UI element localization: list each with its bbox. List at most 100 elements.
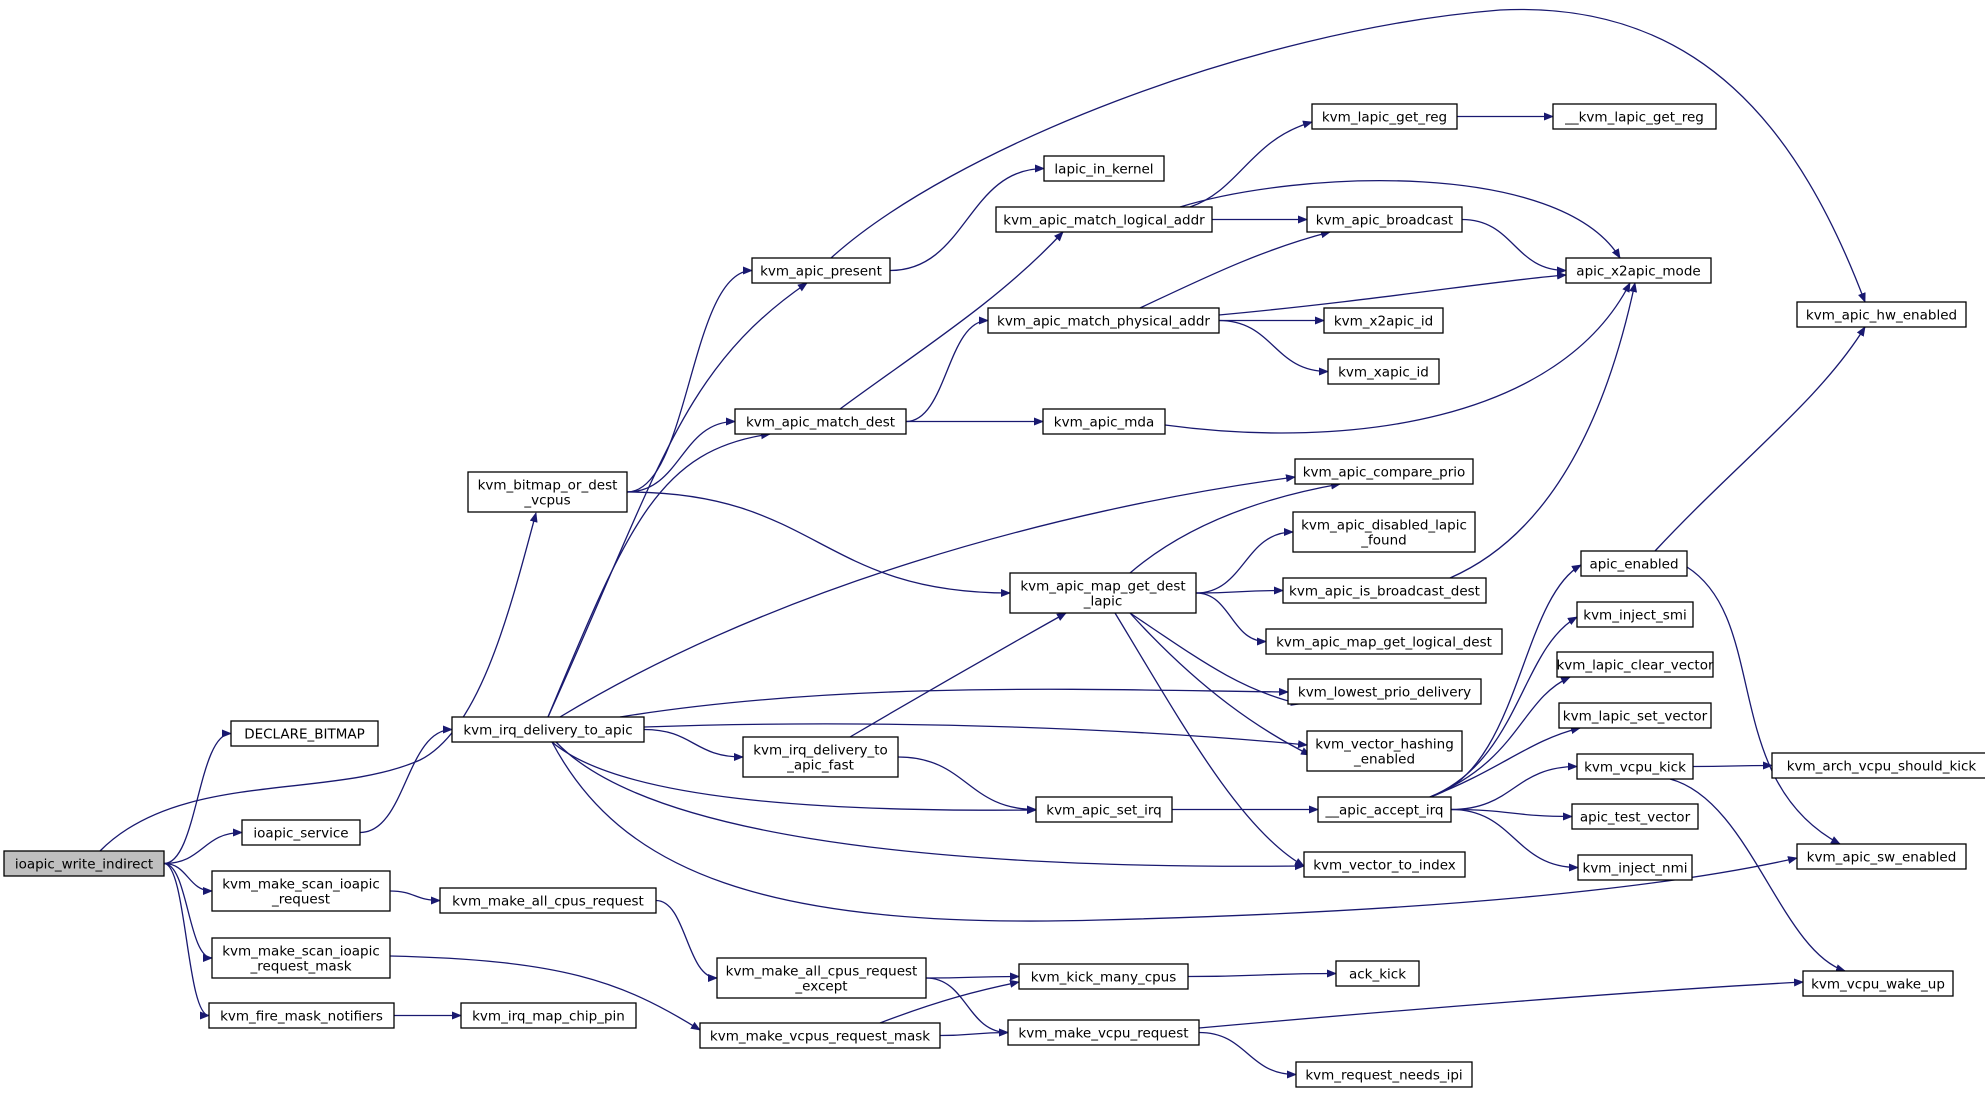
node-box — [1282, 577, 1487, 604]
node-label: kvm_lapic_clear_vector — [1556, 658, 1714, 674]
node-label: kvm_x2apic_id — [1334, 314, 1433, 330]
node-box — [1802, 970, 1954, 997]
node-kvm_irq_map_chip_pin[interactable]: kvm_irq_map_chip_pin — [460, 1002, 637, 1029]
node-kvm_vector_to_index[interactable]: kvm_vector_to_index — [1303, 851, 1466, 878]
node-kvm_make_all_cpus_request_except[interactable]: kvm_make_all_cpus_request_except — [716, 957, 927, 999]
node-kvm_inject_nmi[interactable]: kvm_inject_nmi — [1577, 854, 1693, 881]
node-label: ioapic_write_indirect — [15, 857, 153, 873]
node-label: kvm_apic_map_get_logical_dest — [1276, 635, 1492, 651]
node-kvm_apic_mda[interactable]: kvm_apic_mda — [1042, 408, 1166, 435]
node-kvm_arch_vcpu_should_kick[interactable]: kvm_arch_vcpu_should_kick — [1771, 752, 1985, 779]
node-kvm_bitmap_or_dest_vcpus[interactable]: kvm_bitmap_or_dest_vcpus — [467, 471, 628, 513]
edge-apic_enabled-to-kvm_apic_hw_enabled — [1654, 326, 1866, 552]
node-kvm_irq_delivery_to_apic_fast[interactable]: kvm_irq_delivery_to_apic_fast — [742, 736, 899, 778]
node-kvm_apic_is_broadcast_dest[interactable]: kvm_apic_is_broadcast_dest — [1282, 577, 1487, 604]
edge-kvm_bitmap_or_dest_vcpus-to-kvm_apic_match_dest — [626, 417, 736, 493]
node-kvm_apic_hw_enabled[interactable]: kvm_apic_hw_enabled — [1796, 301, 1967, 328]
node-box — [1035, 796, 1173, 823]
node-kvm_lapic_clear_vector[interactable]: kvm_lapic_clear_vector — [1556, 651, 1714, 678]
node-label: apic_enabled — [1589, 557, 1678, 573]
node-kvm_apic_sw_enabled[interactable]: kvm_apic_sw_enabled — [1796, 843, 1967, 870]
node-label: kvm_arch_vcpu_should_kick — [1787, 759, 1977, 775]
node-kvm_make_vcpu_request[interactable]: kvm_make_vcpu_request — [1007, 1019, 1200, 1046]
edge-kvm_apic_match_dest-to-kvm_apic_match_logical_addr — [839, 231, 1064, 410]
node-kvm_make_scan_ioapic_request_mask[interactable]: kvm_make_scan_ioapic_request_mask — [211, 937, 391, 979]
node-label: kvm_apic_sw_enabled — [1807, 850, 1957, 866]
node-box — [3, 850, 165, 877]
node-box — [699, 1022, 941, 1049]
node-kvm_request_needs_ipi[interactable]: kvm_request_needs_ipi — [1295, 1061, 1473, 1088]
node-kvm_xapic_id[interactable]: kvm_xapic_id — [1327, 358, 1440, 385]
edge-kvm_make_all_cpus_request_except-to-kvm_make_vcpu_request — [925, 977, 1009, 1037]
node-label: _apic_fast — [786, 758, 854, 774]
node-kvm_irq_delivery_to_apic[interactable]: kvm_irq_delivery_to_apic — [451, 716, 645, 743]
node-kvm_apic_map_get_logical_dest[interactable]: kvm_apic_map_get_logical_dest — [1265, 628, 1503, 655]
edge-kvm_make_scan_ioapic_request_mask-to-kvm_make_vcpus_request_mask — [389, 955, 701, 1031]
edge-kvm_make_scan_ioapic_request-to-kvm_make_all_cpus_request — [389, 890, 441, 905]
edge-kvm_apic_match_dest-to-kvm_apic_match_physical_addr — [905, 316, 989, 423]
node-label: apic_x2apic_mode — [1576, 264, 1700, 280]
node-kvm_lowest_prio_delivery[interactable]: kvm_lowest_prio_delivery — [1287, 678, 1482, 705]
edge-ioapic_write_indirect-to-ioapic_service — [163, 828, 243, 865]
node-ack_kick[interactable]: ack_kick — [1335, 960, 1420, 987]
node-box — [1317, 796, 1452, 823]
edge-kvm_irq_delivery_to_apic-to-kvm_apic_compare_prio — [559, 474, 1296, 718]
edge-kvm_kick_many_cpus-to-ack_kick — [1187, 969, 1337, 978]
node-box — [987, 307, 1220, 334]
node-kvm_apic_disabled_lapic_found[interactable]: kvm_apic_disabled_lapic_found — [1292, 511, 1476, 553]
node-box — [742, 736, 899, 778]
node-apic_enabled[interactable]: apic_enabled — [1580, 550, 1688, 577]
edge-ioapic_write_indirect-to-kvm_bitmap_or_dest_vcpus — [99, 512, 538, 852]
node-kvm_vcpu_kick[interactable]: kvm_vcpu_kick — [1576, 753, 1694, 780]
node-kvm_make_all_cpus_request[interactable]: kvm_make_all_cpus_request — [439, 887, 657, 914]
edge-kvm_irq_delivery_to_apic-to-kvm_apic_set_irq — [551, 741, 1037, 815]
node-box — [716, 957, 927, 999]
node-kvm_apic_set_irq[interactable]: kvm_apic_set_irq — [1035, 796, 1173, 823]
node-box — [211, 870, 391, 912]
node-box — [451, 716, 645, 743]
edge-kvm_vcpu_kick-to-kvm_arch_vcpu_should_kick — [1692, 761, 1773, 770]
node-kvm_apic_present[interactable]: kvm_apic_present — [751, 257, 891, 284]
node-box — [1571, 803, 1699, 830]
edge-kvm_apic_present-to-lapic_in_kernel — [889, 164, 1045, 272]
node-box — [230, 720, 379, 747]
node-label: kvm_apic_match_physical_addr — [997, 314, 1210, 330]
node-label: kvm_make_scan_ioapic — [222, 944, 380, 960]
node-label: kvm_irq_map_chip_pin — [472, 1009, 625, 1025]
node-kvm_make_vcpus_request_mask[interactable]: kvm_make_vcpus_request_mask — [699, 1022, 941, 1049]
node-apic_test_vector[interactable]: apic_test_vector — [1571, 803, 1699, 830]
node-kvm_x2apic_id[interactable]: kvm_x2apic_id — [1323, 307, 1444, 334]
node-label: kvm_vcpu_kick — [1584, 760, 1686, 776]
node-DECLARE_BITMAP[interactable]: DECLARE_BITMAP — [230, 720, 379, 747]
node-kvm_apic_match_physical_addr[interactable]: kvm_apic_match_physical_addr — [987, 307, 1220, 334]
node-kvm_apic_map_get_dest_lapic[interactable]: kvm_apic_map_get_dest_lapic — [1009, 572, 1197, 614]
node-box — [460, 1002, 637, 1029]
edge-kvm_bitmap_or_dest_vcpus-to-kvm_apic_present — [626, 266, 753, 493]
node-apic_x2apic_mode[interactable]: apic_x2apic_mode — [1565, 257, 1712, 284]
edge-apic_enabled-to-kvm_apic_sw_enabled — [1686, 566, 1841, 845]
node-kvm_apic_compare_prio[interactable]: kvm_apic_compare_prio — [1294, 458, 1474, 485]
node-kvm_fire_mask_notifiers[interactable]: kvm_fire_mask_notifiers — [208, 1002, 395, 1029]
node-kvm_apic_match_dest[interactable]: kvm_apic_match_dest — [734, 408, 907, 435]
node-label: kvm_vcpu_wake_up — [1811, 977, 1945, 993]
node-kvm_lapic_get_reg[interactable]: kvm_lapic_get_reg — [1311, 103, 1458, 130]
node-kvm_kick_many_cpus[interactable]: kvm_kick_many_cpus — [1018, 963, 1189, 990]
node-box — [1335, 960, 1420, 987]
node-kvm_apic_broadcast[interactable]: kvm_apic_broadcast — [1306, 206, 1463, 233]
node-kvm_lapic_set_vector[interactable]: kvm_lapic_set_vector — [1558, 702, 1712, 729]
node-box — [1295, 1061, 1473, 1088]
node-kvm_apic_match_logical_addr[interactable]: kvm_apic_match_logical_addr — [995, 206, 1213, 233]
node-kvm_make_scan_ioapic_request[interactable]: kvm_make_scan_ioapic_request — [211, 870, 391, 912]
node-ioapic_service[interactable]: ioapic_service — [241, 819, 361, 846]
node-__apic_accept_irq[interactable]: __apic_accept_irq — [1317, 796, 1452, 823]
node-lapic_in_kernel[interactable]: lapic_in_kernel — [1043, 155, 1165, 182]
node-kvm_inject_smi[interactable]: kvm_inject_smi — [1576, 601, 1694, 628]
node-ioapic_write_indirect[interactable]: ioapic_write_indirect — [3, 850, 165, 877]
edge-__apic_accept_irq-to-kvm_lapic_set_vector — [1429, 726, 1581, 798]
node-__kvm_lapic_get_reg[interactable]: __kvm_lapic_get_reg — [1552, 103, 1717, 130]
node-label: kvm_kick_many_cpus — [1031, 970, 1177, 986]
node-kvm_vcpu_wake_up[interactable]: kvm_vcpu_wake_up — [1802, 970, 1954, 997]
node-kvm_vector_hashing_enabled[interactable]: kvm_vector_hashing_enabled — [1306, 730, 1463, 772]
node-box — [1552, 103, 1717, 130]
node-label: kvm_apic_match_dest — [746, 415, 895, 431]
